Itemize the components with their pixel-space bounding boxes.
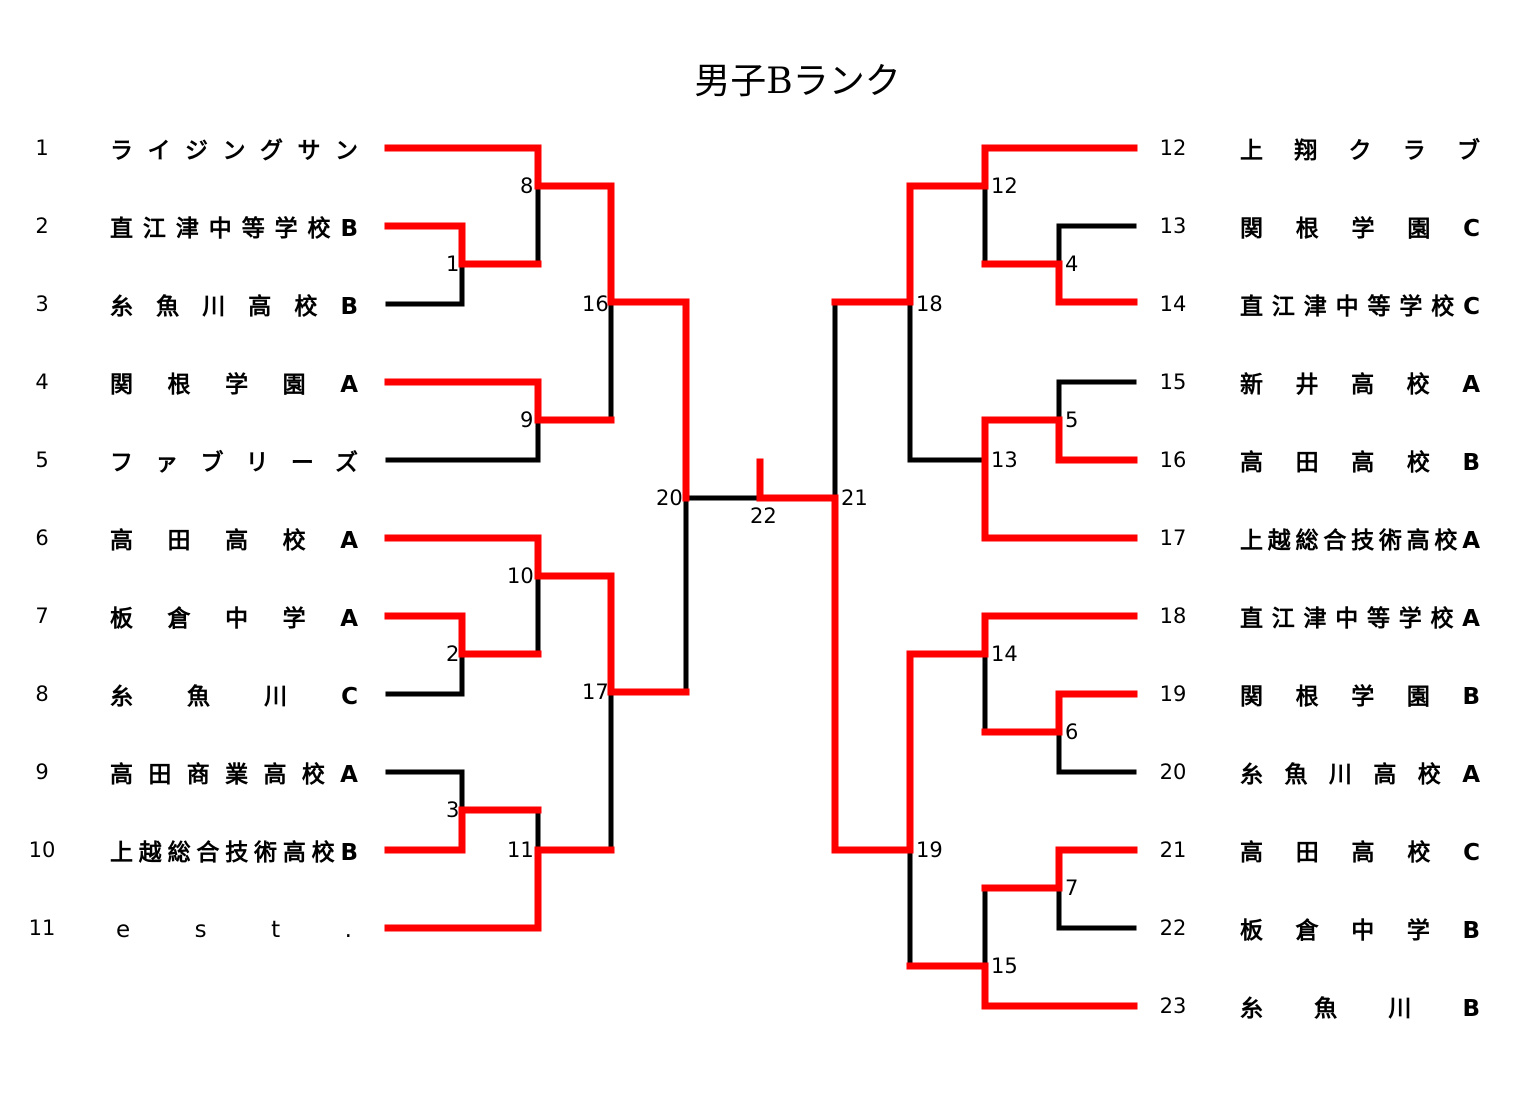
match-number: 15	[991, 954, 1018, 978]
match-number: 9	[520, 408, 534, 432]
team-name: 高田高校B	[1240, 450, 1513, 476]
seed-number: 16	[1159, 448, 1187, 472]
match-number: 22	[750, 504, 777, 528]
seed-number: 10	[28, 838, 56, 862]
seed-number: 14	[1159, 292, 1187, 316]
seed-number: 13	[1159, 214, 1187, 238]
match-number: 7	[1065, 876, 1079, 900]
team-name: 糸魚川高校B	[110, 294, 382, 320]
match-number: 4	[1065, 252, 1079, 276]
seed-number: 19	[1159, 682, 1187, 706]
team-name: 上越総合技術高校B	[110, 840, 364, 866]
seed-number: 17	[1159, 526, 1187, 550]
seed-number: 6	[35, 526, 49, 550]
match-number: 17	[582, 680, 609, 704]
seed-number: 9	[35, 760, 49, 784]
match-number: 16	[582, 292, 609, 316]
match-number: 11	[507, 838, 534, 862]
match-number: 14	[991, 642, 1018, 666]
team-name: 上翔クラブ	[1240, 138, 1512, 164]
team-name: 直江津中等学校C	[1240, 294, 1489, 320]
match-number: 13	[991, 448, 1018, 472]
seed-number: 11	[28, 916, 56, 940]
team-name: 関根学園A	[110, 372, 393, 398]
match-number: 20	[656, 486, 683, 510]
team-name: 糸魚川高校A	[1240, 762, 1502, 788]
match-number: 18	[916, 292, 943, 316]
match-number: 19	[916, 838, 943, 862]
team-name: 糸魚川B	[1240, 996, 1532, 1022]
seed-number: 2	[35, 214, 49, 238]
team-name: 直江津中等学校B	[110, 216, 368, 242]
match-number: 2	[446, 642, 460, 666]
bracket-title: 男子Bランク	[694, 61, 901, 102]
team-name: 糸魚川C	[110, 684, 413, 710]
match-number: 5	[1065, 408, 1079, 432]
seed-number: 1	[35, 136, 49, 160]
seed-number: 20	[1159, 760, 1187, 784]
seed-number: 15	[1159, 370, 1187, 394]
team-name: 高田商業高校A	[110, 762, 374, 788]
team-name: 直江津中等学校A	[1240, 606, 1489, 632]
seed-number: 8	[35, 682, 49, 706]
team-name: 高田高校A	[110, 528, 393, 554]
seed-number: 22	[1159, 916, 1187, 940]
seed-number: 7	[35, 604, 49, 628]
match-number: 1	[446, 252, 460, 276]
seed-number: 18	[1159, 604, 1187, 628]
team-name: 板倉中学B	[1240, 918, 1513, 944]
seed-number: 23	[1159, 994, 1187, 1018]
team-name: 関根学園C	[1240, 216, 1513, 242]
seed-number: 21	[1159, 838, 1187, 862]
match-number: 12	[991, 174, 1018, 198]
match-number: 3	[446, 798, 460, 822]
team-name: est.	[116, 917, 417, 943]
team-name: 高田高校C	[1240, 840, 1513, 866]
team-name: ライジングサン	[110, 138, 373, 164]
team-name: 板倉中学A	[110, 606, 393, 632]
team-name: ファブリーズ	[110, 450, 381, 476]
seed-number: 3	[35, 292, 49, 316]
match-number: 8	[520, 174, 534, 198]
seed-number: 5	[35, 448, 49, 472]
match-number: 21	[841, 486, 868, 510]
seed-number: 12	[1159, 136, 1187, 160]
seed-number: 4	[35, 370, 49, 394]
match-number: 6	[1065, 720, 1079, 744]
team-name: 上越総合技術高校A	[1240, 528, 1485, 554]
match-number: 10	[507, 564, 534, 588]
team-name: 新井高校A	[1240, 372, 1513, 398]
team-name: 関根学園B	[1240, 684, 1513, 710]
